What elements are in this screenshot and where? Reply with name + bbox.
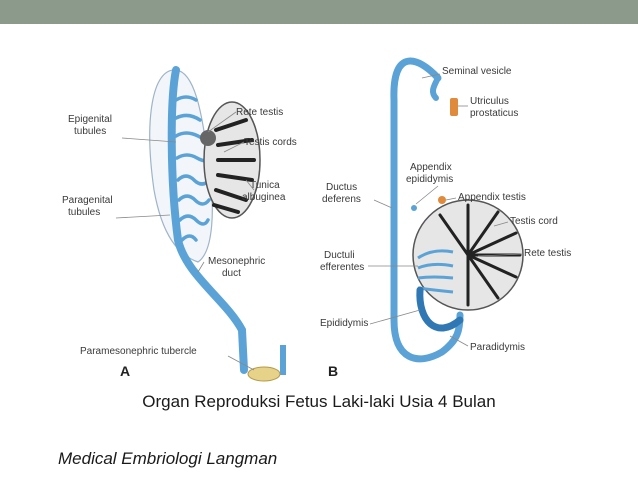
label-paradidymis: Paradidymis (470, 342, 525, 353)
label-appendix-epididymis-1: Appendix (410, 162, 452, 173)
label-rete-testis-a: Rete testis (236, 107, 283, 118)
label-testis-cord: Testis cord (510, 216, 558, 227)
panel-letter-a: A (120, 363, 130, 379)
label-rete-testis-b: Rete testis (524, 248, 571, 259)
panel-a: Epigenital tubules Paragenital tubules R… (62, 66, 297, 382)
leader-lines-a (115, 111, 255, 371)
leader-lines-b (368, 73, 523, 347)
embryology-figure: Epigenital tubules Paragenital tubules R… (58, 40, 618, 390)
label-seminal-vesicle: Seminal vesicle (442, 66, 512, 77)
label-testis-cords-a: Testis cords (244, 137, 297, 148)
label-ductus-deferens-1: Ductus (326, 182, 357, 193)
figure-caption: Organ Reproduksi Fetus Laki-laki Usia 4 … (142, 392, 496, 411)
testis-cords-a (212, 118, 256, 214)
label-epigenital-1: Epigenital (68, 114, 112, 125)
label-appendix-epididymis-2: epididymis (406, 174, 453, 185)
label-paramesonephric: Paramesonephric tubercle (80, 346, 197, 357)
label-tunica-1: Tunica (250, 180, 280, 191)
label-utriculus-1: Utriculus (470, 96, 509, 107)
rete-testis-a (200, 130, 216, 146)
epididymis-shape (416, 286, 464, 332)
seminal-vesicle (429, 75, 441, 101)
panel-letter-b: B (328, 363, 338, 379)
paramesonephric-tubercle-shape (247, 366, 281, 382)
label-appendix-testis: Appendix testis (458, 192, 526, 203)
label-utriculus-2: prostaticus (470, 108, 518, 119)
label-epididymis: Epididymis (320, 318, 368, 329)
duct-stub-right (280, 345, 286, 375)
top-banner (0, 0, 638, 24)
utriculus-shape (450, 98, 458, 116)
label-ductus-deferens-2: deferens (322, 194, 361, 205)
label-ductuli-1: Ductuli (324, 250, 355, 261)
label-mesonephric-1: Mesonephric (208, 256, 265, 267)
label-epigenital-2: tubules (74, 126, 106, 137)
label-ductuli-2: efferentes (320, 262, 364, 273)
panel-b: Seminal vesicle Utriculus prostaticus Ap… (320, 57, 571, 379)
mesonephric-duct (167, 66, 248, 374)
figure-svg: Epigenital tubules Paragenital tubules R… (62, 57, 571, 382)
testis-cords-b (438, 203, 522, 307)
source-citation: Medical Embriologi Langman (58, 449, 278, 468)
appendix-testis-shape (438, 196, 446, 204)
appendix-epididymis-shape (411, 205, 417, 211)
label-mesonephric-2: duct (222, 268, 241, 279)
label-paragenital-1: Paragenital (62, 195, 113, 206)
label-tunica-2: albuginea (242, 192, 286, 203)
label-paragenital-2: tubules (68, 207, 100, 218)
